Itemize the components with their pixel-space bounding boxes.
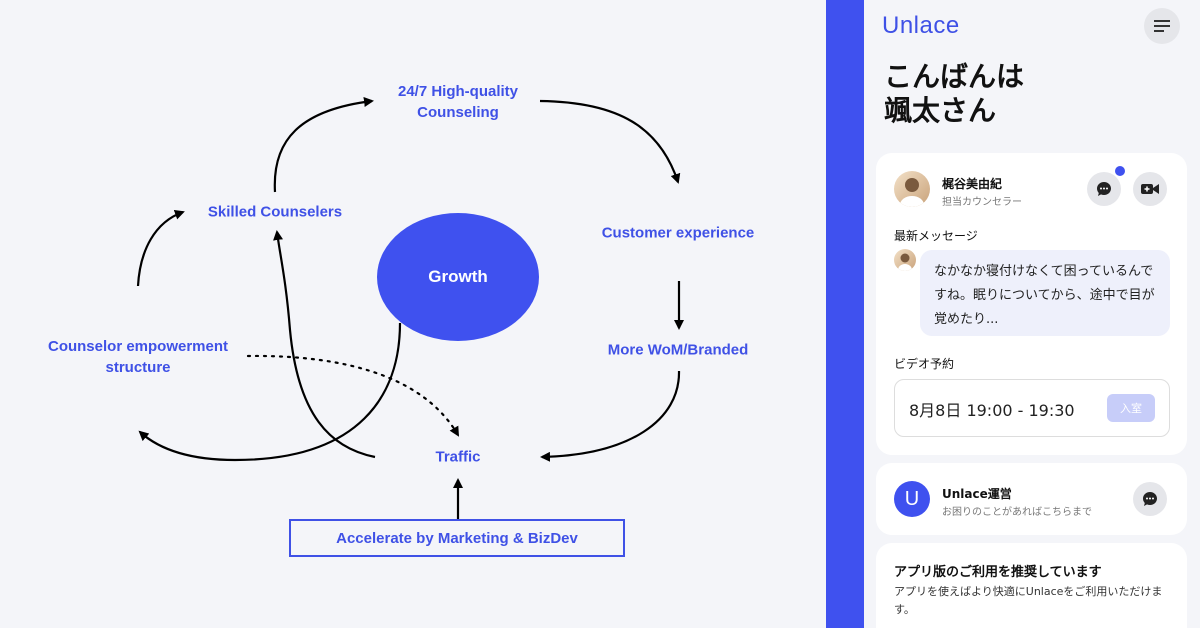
message-avatar bbox=[894, 249, 916, 271]
counselor-role: 担当カウンセラー bbox=[942, 197, 1022, 208]
node-growth: Growth bbox=[377, 213, 539, 341]
video-booking-row: 8月8日 19:00 - 19:30 入室 bbox=[894, 379, 1170, 437]
counselor-card: 梶谷美由紀 担当カウンセラー 最新メッセージ なかなか寝付けなくて困っているんで… bbox=[876, 153, 1187, 455]
node-accelerate: Accelerate by Marketing & BizDev bbox=[289, 519, 625, 557]
app-promo-card: アプリ版のご利用を推奨しています アプリを使えばより快適にUnlaceをご利用い… bbox=[876, 543, 1187, 628]
node-skilled-counselers: Skilled Counselers bbox=[207, 203, 343, 221]
node-customer-experience: Customer experience bbox=[601, 224, 755, 242]
menu-icon bbox=[1154, 20, 1170, 32]
arrow-traffic-to-skilled bbox=[273, 230, 376, 459]
arrow-growth-to-empowerment bbox=[138, 322, 402, 462]
support-description: お困りのことがあればこちらまで bbox=[942, 507, 1092, 518]
support-chat-button[interactable] bbox=[1133, 482, 1167, 516]
person-icon bbox=[900, 178, 924, 207]
brand-stripe bbox=[826, 0, 864, 628]
greeting-line-1: こんばんは bbox=[884, 60, 1025, 93]
arrow-empowerment-to-traffic-dotted bbox=[246, 354, 460, 437]
video-booking-label: ビデオ予約 bbox=[894, 357, 955, 371]
node-traffic: Traffic bbox=[435, 448, 481, 466]
counselor-name: 梶谷美由紀 bbox=[942, 177, 1003, 191]
support-avatar: U bbox=[894, 481, 930, 517]
unread-badge bbox=[1115, 166, 1125, 176]
greeting: こんばんは 颯太さん bbox=[884, 60, 1024, 128]
person-icon bbox=[898, 253, 912, 271]
support-card[interactable]: U Unlace運営 お困りのことがあればこちらまで bbox=[876, 463, 1187, 535]
promo-text: アプリを使えばより快適にUnlaceをご利用いただけます。 bbox=[894, 585, 1163, 616]
counselor-avatar[interactable] bbox=[894, 171, 930, 207]
arrow-counseling-to-customer bbox=[539, 99, 681, 184]
video-camera-icon bbox=[1141, 184, 1159, 194]
greeting-user-name: 颯太さん bbox=[884, 94, 997, 127]
latest-message-bubble[interactable]: なかなか寝付けなくて困っているんですね。眠りについてから、途中で目が覚めたり..… bbox=[920, 250, 1170, 336]
booking-time: 8月8日 19:00 - 19:30 bbox=[909, 401, 1075, 420]
arrow-wom-to-traffic bbox=[540, 370, 681, 462]
node-counseling: 24/7 High-quality Counseling bbox=[397, 83, 519, 121]
node-more-wom: More WoM/Branded bbox=[607, 341, 749, 359]
chat-icon bbox=[1097, 182, 1111, 196]
enter-room-button[interactable]: 入室 bbox=[1107, 394, 1155, 422]
app-logo: Unlace bbox=[882, 12, 960, 39]
chat-button[interactable] bbox=[1087, 166, 1125, 206]
arrow-skilled-to-counseling bbox=[273, 97, 374, 193]
chat-icon bbox=[1143, 492, 1157, 506]
arrow-empowerment-to-skilled bbox=[136, 209, 185, 287]
growth-flywheel-diagram: 24/7 High-quality Counseling Skilled Cou… bbox=[47, 83, 755, 557]
support-name: Unlace運営 bbox=[942, 487, 1012, 501]
app-panel: Unlace こんばんは 颯太さん 梶谷美由紀 担当カウンセラー 最新メッセージ… bbox=[864, 0, 1200, 628]
diagram-arrows bbox=[136, 97, 684, 519]
node-counselor-empowerment: Counselor empowerment structure bbox=[47, 338, 229, 376]
promo-title: アプリ版のご利用を推奨しています bbox=[894, 565, 1102, 580]
video-call-button[interactable] bbox=[1133, 172, 1167, 206]
menu-button[interactable] bbox=[1144, 8, 1180, 44]
latest-message-label: 最新メッセージ bbox=[894, 229, 978, 243]
